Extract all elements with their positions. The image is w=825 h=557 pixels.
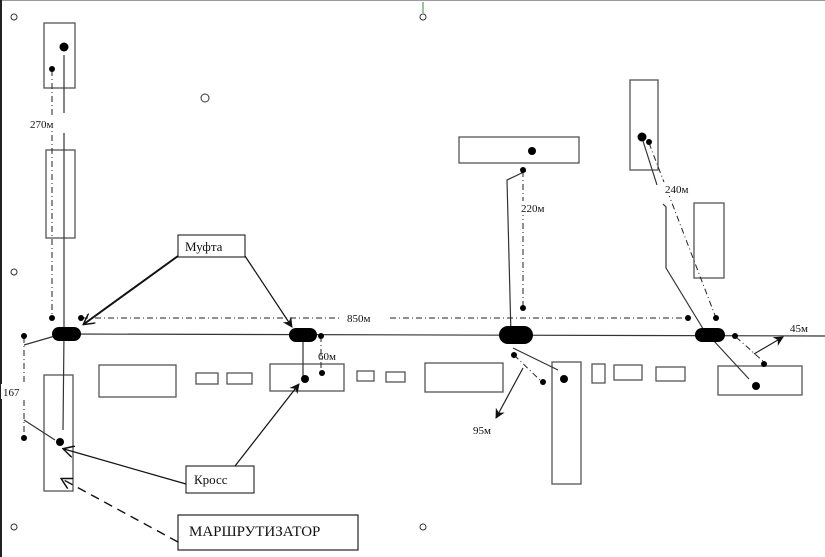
callout-router-label: МАРШРУТИЗАТОР xyxy=(189,524,320,540)
cable xyxy=(712,339,750,380)
cable xyxy=(23,335,56,346)
node-dot-icon xyxy=(21,435,27,441)
building xyxy=(385,371,406,383)
canvas-top-border xyxy=(0,0,825,1)
node-dots xyxy=(21,42,767,446)
node-dot-icon xyxy=(540,379,546,385)
selection-handles xyxy=(10,13,427,531)
node-dot-icon xyxy=(319,370,325,376)
distance-label: 45м xyxy=(790,323,808,335)
distance-labels: 270м 850м 60м 220м 95м 240м 45м 167 xyxy=(1,116,808,437)
node-dot-icon xyxy=(49,66,55,72)
handle-icon[interactable] xyxy=(10,13,18,21)
arrow-icon xyxy=(495,367,524,419)
measure-line xyxy=(648,142,717,319)
couplings xyxy=(52,326,725,344)
arrow-icon xyxy=(244,255,293,328)
node-dot-icon xyxy=(78,315,84,321)
handle-icon[interactable] xyxy=(10,523,18,531)
building xyxy=(655,366,686,382)
cable xyxy=(23,419,56,441)
node-dot-icon xyxy=(520,305,526,311)
handle-icon[interactable] xyxy=(419,523,427,531)
node-dot-icon xyxy=(56,438,64,446)
building xyxy=(424,362,504,393)
measure-line xyxy=(735,336,765,363)
node-dot-icon xyxy=(49,315,55,321)
node-dot-icon xyxy=(560,375,568,383)
building xyxy=(591,363,606,384)
building xyxy=(356,370,375,382)
callout-leaders xyxy=(62,255,300,543)
building xyxy=(45,149,76,239)
node-dot-icon xyxy=(21,333,27,339)
arrow-icon xyxy=(753,336,784,355)
node-dot-icon xyxy=(713,315,719,321)
node-dot-icon xyxy=(646,139,652,145)
node-dot-icon xyxy=(637,132,647,142)
distance-label: 270м xyxy=(30,119,54,131)
coupling-icon[interactable] xyxy=(289,328,317,342)
measure-lines xyxy=(23,70,765,437)
cable xyxy=(62,133,65,431)
buildings xyxy=(43,22,803,492)
cable xyxy=(512,347,559,371)
distance-label: 220м xyxy=(521,203,545,215)
node-dot-icon xyxy=(520,167,526,173)
building xyxy=(629,79,659,171)
coupling-icon[interactable] xyxy=(695,328,725,342)
distance-label: 850м xyxy=(347,313,371,325)
coupling-icon[interactable] xyxy=(52,327,81,341)
building xyxy=(458,136,580,164)
callout-coupling-label: Муфта xyxy=(185,239,223,254)
handle-icon[interactable] xyxy=(419,13,427,21)
canvas-left-border xyxy=(0,0,2,557)
node-dot-icon xyxy=(752,382,760,390)
node-dot-icon xyxy=(685,315,691,321)
node-dot-icon xyxy=(318,333,324,339)
distance-label: 167 xyxy=(3,387,20,399)
node-dot-icon xyxy=(511,352,517,358)
distance-arrows xyxy=(495,336,784,419)
arrow-icon xyxy=(234,383,300,467)
handle-icon[interactable] xyxy=(200,93,210,103)
building xyxy=(43,22,76,89)
distance-label: 240м xyxy=(665,184,689,196)
building xyxy=(98,364,177,398)
cable xyxy=(642,140,658,186)
building xyxy=(613,364,643,381)
building xyxy=(551,361,582,485)
callout-coupling[interactable]: Муфта xyxy=(177,234,246,258)
building xyxy=(195,372,219,385)
node-dot-icon xyxy=(59,42,69,52)
node-dot-icon xyxy=(761,361,767,367)
building xyxy=(693,202,725,279)
building xyxy=(43,374,74,492)
building xyxy=(226,372,253,385)
arrow-icon xyxy=(64,449,187,485)
distance-label: 95м xyxy=(473,425,491,437)
callout-cross-label: Кросс xyxy=(194,472,228,487)
handle-icon[interactable] xyxy=(10,268,18,276)
cable xyxy=(506,170,527,336)
coupling-icon[interactable] xyxy=(499,326,533,344)
node-dot-icon xyxy=(528,147,536,155)
arrow-icon xyxy=(84,255,179,324)
measure-line xyxy=(513,354,544,384)
building xyxy=(269,363,345,392)
callout-router[interactable]: МАРШРУТИЗАТОР xyxy=(177,514,359,551)
distance-label: 60м xyxy=(318,351,336,363)
cable xyxy=(662,203,706,333)
callout-cross[interactable]: Кросс xyxy=(185,465,255,494)
node-dot-icon xyxy=(301,375,309,383)
arrow-icon xyxy=(62,479,179,543)
building xyxy=(717,365,803,396)
node-dot-icon xyxy=(732,333,738,339)
